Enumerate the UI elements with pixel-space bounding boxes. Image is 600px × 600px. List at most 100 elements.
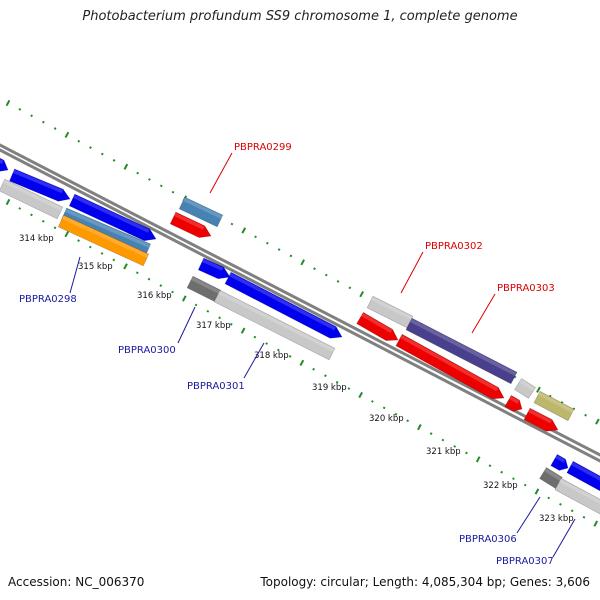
tick-mark [206, 310, 210, 313]
map-title: Photobacterium profundum SS9 chromosome … [82, 9, 518, 24]
tick-mark [277, 248, 281, 251]
gene-red-b[interactable] [523, 407, 559, 432]
gene-gray-small[interactable] [514, 378, 536, 399]
tick-mark [88, 245, 92, 249]
gene-pbpra0303[interactable] [395, 333, 505, 400]
gene-red-b-highlight [528, 408, 552, 424]
gene-blue-a[interactable] [9, 168, 71, 202]
gene-label-pbpra0303[interactable]: PBPRA0303 [497, 283, 555, 294]
gene-slate-highlight [410, 318, 517, 376]
tick-label-314: 314 kbp [19, 234, 54, 244]
tick-mark [417, 424, 422, 431]
gene-blue-small-highlight [555, 454, 566, 463]
tick-labels-layer: 314 kbp 315 kbp 316 kbp 317 kbp 318 kbp … [19, 234, 574, 524]
gene-blue-small[interactable] [550, 453, 569, 471]
tick-mark [5, 198, 11, 206]
tick-label-317: 317 kbp [196, 321, 231, 331]
gene-pbpra0298-b[interactable] [57, 214, 150, 267]
gene-label-pbpra0298[interactable]: PBPRA0298 [19, 294, 77, 305]
genes-layer [0, 154, 600, 517]
gene-small-blue[interactable] [197, 257, 231, 280]
gene-pbpra0299-b[interactable] [169, 211, 212, 238]
gene-pbpra0302[interactable] [366, 295, 414, 329]
leader-line-pbpra0303 [471, 293, 496, 334]
gene-label-pbpra0302[interactable]: PBPRA0302 [425, 241, 483, 252]
tick-mark [348, 286, 352, 290]
tick-label-320: 320 kbp [369, 414, 404, 424]
tick-mark [347, 387, 351, 390]
gene-label-pbpra0307[interactable]: PBPRA0307 [496, 556, 554, 567]
tick-label-322: 322 kbp [483, 481, 518, 491]
tick-mark [123, 163, 129, 170]
tick-mark [171, 190, 175, 194]
gene-left-edge-1-highlight [0, 158, 4, 164]
tick-mark [429, 432, 433, 435]
tick-mark [253, 335, 257, 339]
tick-label-321: 321 kbp [426, 447, 461, 457]
gene-red-small-highlight [509, 395, 520, 404]
tick-mark [299, 359, 305, 366]
leader-line-pbpra0302 [400, 251, 424, 294]
gene-label-pbpra0301[interactable]: PBPRA0301 [187, 381, 245, 392]
gene-left-edge-1[interactable] [0, 154, 9, 172]
tick-mark [324, 374, 327, 378]
gene-labels-layer[interactable]: PBPRA0299 PBPRA0302 PBPRA0303 PBPRA0298 … [19, 142, 576, 567]
gene-khaki-highlight [538, 391, 574, 413]
gene-pbpra0299-a[interactable] [178, 196, 224, 228]
tick-mark [112, 158, 116, 162]
tick-mark [534, 488, 540, 495]
gene-pbpra0300-highlight [191, 276, 221, 294]
tick-mark [240, 327, 246, 334]
tick-mark [500, 470, 504, 474]
gene-gray-a[interactable] [0, 178, 64, 220]
gene-blue-b[interactable] [68, 193, 157, 242]
gene-blue-c[interactable] [224, 271, 343, 339]
tick-mark [77, 239, 80, 242]
tick-mark [5, 99, 11, 107]
gene-pbpra0302-highlight [371, 296, 413, 320]
tick-mark [453, 445, 457, 448]
gene-blue-d[interactable] [566, 460, 600, 492]
tick-mark [53, 127, 57, 130]
tick-mark [18, 108, 22, 111]
accession-text: Accession: NC_006370 [8, 575, 145, 589]
gene-pbpra0307[interactable] [554, 477, 600, 517]
tick-mark [159, 284, 163, 288]
gene-pbpra0301[interactable] [213, 289, 336, 361]
gene-pbpra0299-b-highlight [174, 212, 205, 230]
gene-slate[interactable] [405, 317, 518, 385]
tick-label-315: 315 kbp [78, 262, 113, 272]
tick-mark [335, 380, 339, 384]
leader-line-pbpra0300 [177, 306, 196, 344]
tick-mark [147, 277, 151, 281]
tick-mark [584, 413, 587, 417]
tick-mark [100, 252, 104, 255]
gene-khaki[interactable] [533, 390, 575, 422]
gene-pbpra0303-highlight [400, 334, 499, 392]
tick-mark [559, 503, 562, 506]
gene-label-pbpra0299[interactable]: PBPRA0299 [234, 142, 292, 153]
tick-mark [18, 207, 22, 210]
tick-mark [593, 520, 599, 527]
tick-mark [64, 231, 70, 238]
tick-mark [241, 227, 247, 234]
gene-pbpra0300[interactable] [186, 275, 222, 303]
gene-gray-small-highlight [519, 379, 536, 392]
gene-red-a[interactable] [356, 311, 399, 341]
tick-mark [171, 290, 174, 294]
tick-mark [406, 419, 409, 423]
gene-red-small[interactable] [504, 394, 523, 412]
gene-label-pbpra0300[interactable]: PBPRA0300 [118, 345, 176, 356]
tick-mark [475, 456, 481, 463]
tick-label-318: 318 kbp [254, 351, 289, 361]
tick-mark [570, 509, 574, 513]
tick-mark [465, 451, 468, 455]
gene-label-pbpra0306[interactable]: PBPRA0306 [459, 534, 517, 545]
backbone-layer [0, 143, 600, 463]
tick-label-319: 319 kbp [312, 383, 347, 393]
leader-line-pbpra0298 [69, 256, 81, 294]
tick-mark [136, 171, 139, 175]
tick-mark [53, 226, 57, 230]
gene-pbpra0306[interactable] [539, 467, 563, 489]
